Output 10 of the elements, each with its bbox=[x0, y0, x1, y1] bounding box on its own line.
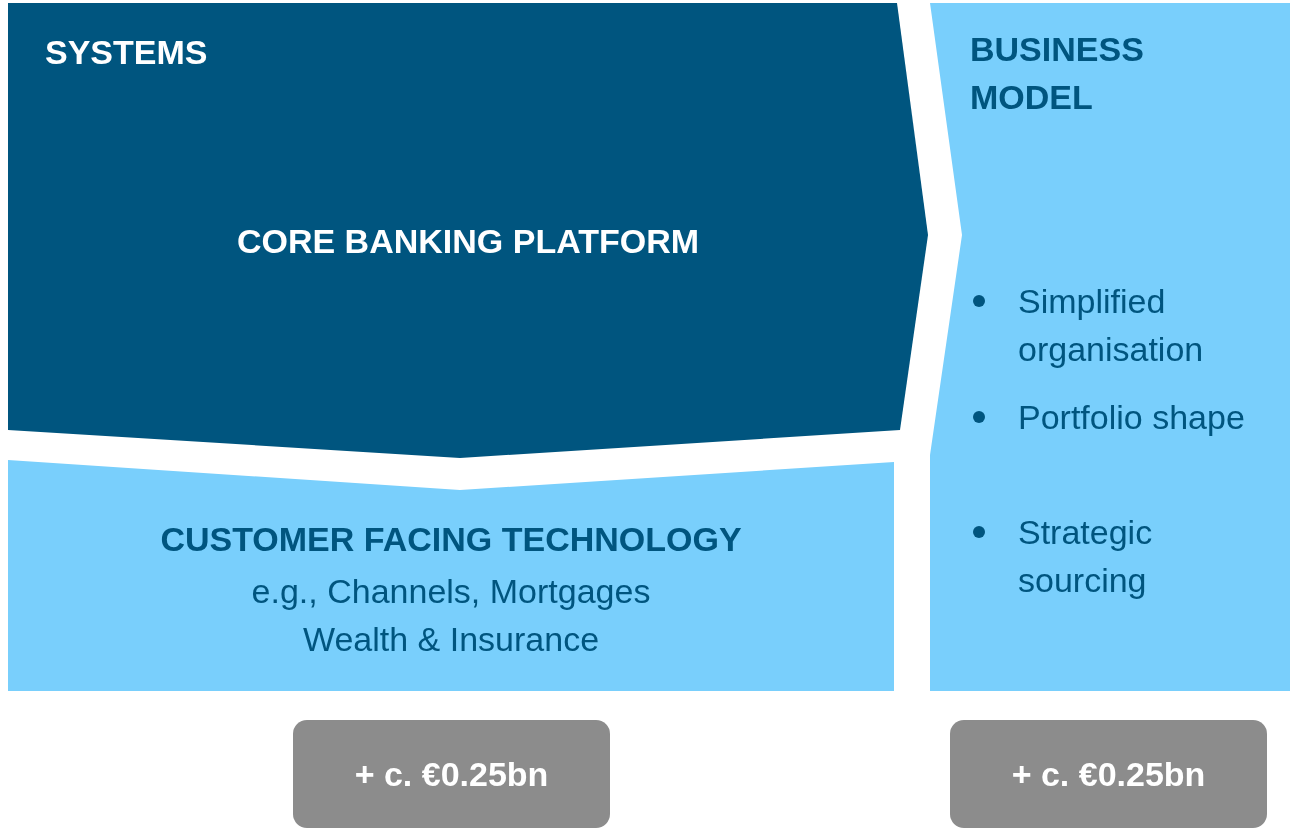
heading: CUSTOMER FACING TECHNOLOGY bbox=[159, 519, 743, 560]
section-heading: BUSINESS MODEL bbox=[970, 29, 1145, 118]
description: CORE BANKING PLATFORM bbox=[235, 221, 701, 262]
bullet-text: Strategic sourcing bbox=[1018, 512, 1154, 601]
bullet-text: Simplified organisation bbox=[1018, 281, 1205, 370]
heading: + c. €0.25bn bbox=[353, 754, 550, 795]
bullet-text: Portfolio shape bbox=[1018, 397, 1246, 438]
heading: + c. €0.25bn bbox=[1010, 754, 1207, 795]
description: e.g., Channels, Mortgages Wealth & Insurance bbox=[250, 571, 652, 660]
section-heading: SYSTEMS bbox=[45, 32, 209, 73]
